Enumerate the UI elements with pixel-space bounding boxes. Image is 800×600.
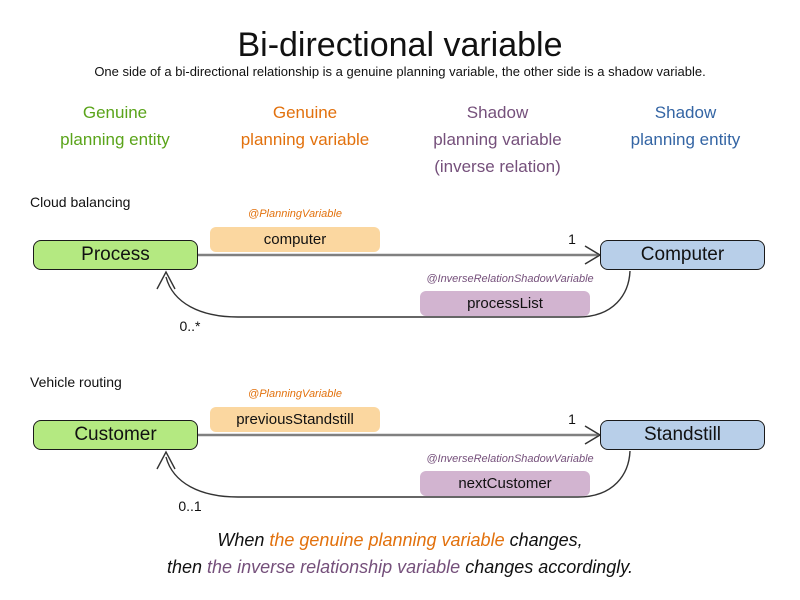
page-subtitle: One side of a bi-directional relationshi… [94, 64, 706, 79]
entity-box-standstill: Standstill [600, 420, 765, 450]
entity-box-computer: Computer [600, 240, 765, 270]
header-line: (inverse relation) [434, 157, 561, 176]
column-header-genuine-entity: Genuine planning entity [35, 99, 195, 153]
multiplicity-back: 0..1 [178, 498, 202, 514]
vehicle-inverse-arrow-icon [156, 450, 176, 470]
footer-line-2: then the inverse relationship variable c… [0, 554, 800, 581]
inverse-relation-annotation: @InverseRelationShadowVariable [426, 273, 594, 285]
multiplicity-forward: 1 [568, 411, 576, 427]
header-line: planning entity [60, 130, 170, 149]
entity-box-process: Process [33, 240, 198, 270]
footer-text: changes accordingly. [460, 557, 633, 577]
vehicle-inverse-line [165, 450, 631, 498]
shadow-variable-pill: processList [420, 291, 590, 316]
section-label-vehicle-routing: Vehicle routing [30, 374, 122, 390]
inverse-relation-annotation: @InverseRelationShadowVariable [426, 453, 594, 465]
header-line: planning variable [240, 130, 370, 149]
genuine-variable-pill: previousStandstill [210, 407, 380, 432]
footer-text: then [167, 557, 208, 577]
header-line: Genuine [82, 103, 148, 122]
cloud-inverse-arrow-icon [156, 270, 176, 290]
header-line: Shadow [654, 103, 717, 122]
genuine-variable-pill: computer [210, 227, 380, 252]
footer-text: When [217, 530, 270, 550]
header-line: Shadow [466, 103, 529, 122]
header-line: planning entity [630, 130, 741, 149]
column-header-shadow-variable: Shadow planning variable (inverse relati… [415, 99, 580, 180]
multiplicity-back: 0..* [179, 318, 201, 334]
column-header-genuine-variable: Genuine planning variable [225, 99, 385, 153]
planning-variable-annotation: @PlanningVariable [248, 388, 342, 400]
footer-highlight-inverse: the inverse relationship variable [207, 557, 461, 577]
footer-line-1: When the genuine planning variable chang… [0, 527, 800, 554]
footer-highlight-genuine: the genuine planning variable [269, 530, 505, 550]
header-line: Genuine [272, 103, 338, 122]
shadow-variable-pill: nextCustomer [420, 471, 590, 496]
header-line: planning variable [433, 130, 562, 149]
multiplicity-forward: 1 [568, 231, 576, 247]
planning-variable-annotation: @PlanningVariable [248, 208, 342, 220]
section-label-cloud-balancing: Cloud balancing [30, 194, 131, 210]
page-title: Bi-directional variable [237, 26, 563, 64]
cloud-inverse-line [165, 270, 631, 318]
footer-explanation: When the genuine planning variable chang… [0, 527, 800, 581]
footer-text: changes, [504, 530, 583, 550]
column-header-shadow-entity: Shadow planning entity [603, 99, 768, 153]
entity-box-customer: Customer [33, 420, 198, 450]
